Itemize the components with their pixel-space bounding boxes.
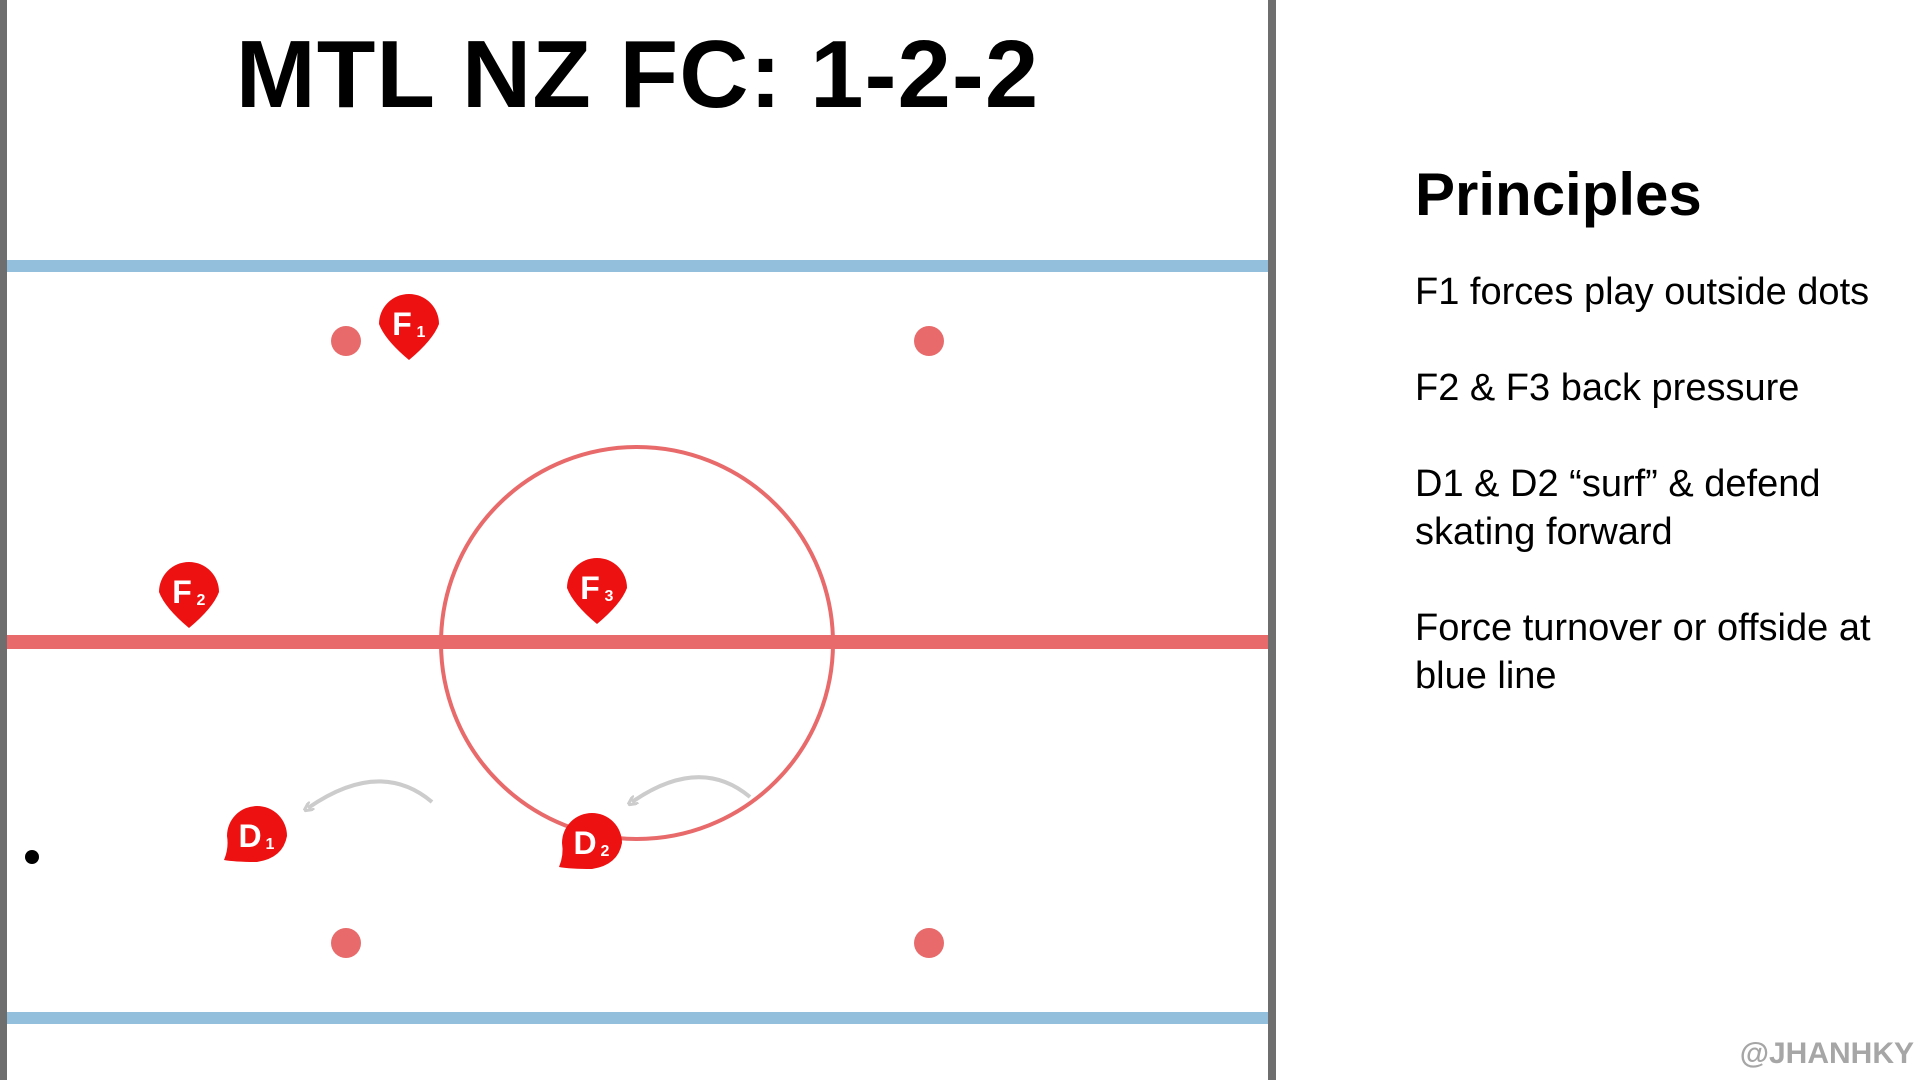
principle-item: D1 & D2 “surf” & defend skating forward [1415,463,1821,553]
d2-movement-arrow [632,775,752,802]
marker-label: D [573,825,596,861]
marker-pin-shape [559,813,622,869]
faceoff-dot-top-right [914,326,944,356]
top-blue-line [7,260,1268,272]
marker-pin-shape [379,294,439,360]
center-red-line [7,635,1268,649]
marker-label: D [238,818,261,854]
marker-label: F [580,570,600,606]
player-marker-d1: D 1 [224,806,287,862]
faceoff-dot-bottom-right [914,928,944,958]
player-marker-f2: F 2 [159,562,219,628]
puck [25,850,39,864]
marker-subscript: 3 [605,588,614,605]
marker-subscript: 1 [417,324,426,341]
bottom-blue-line [7,1012,1268,1024]
left-boards [0,0,7,1080]
marker-label: F [172,574,192,610]
marker-pin-shape [224,806,287,862]
marker-subscript: 1 [266,836,275,853]
faceoff-dot-top-left [331,326,361,356]
marker-subscript: 2 [197,592,206,609]
principles-heading: Principles [1415,161,1702,228]
principle-item: F2 & F3 back pressure [1415,367,1800,409]
marker-subscript: 2 [601,843,610,860]
d1-movement-arrow [308,779,434,808]
marker-label: F [392,306,412,342]
principle-item: Force turnover or offside at blue line [1415,607,1871,697]
faceoff-dot-bottom-left [331,928,361,958]
right-boards [1268,0,1276,1080]
author-watermark: @JHANHKY [1739,1037,1914,1070]
player-marker-f3: F 3 [567,558,627,624]
diagram-title: MTL NZ FC: 1-2-2 [235,21,1040,128]
principles-panel: Principles F1 forces play outside dots F… [1415,160,1905,748]
marker-pin-shape [159,562,219,628]
marker-pin-shape [567,558,627,624]
principle-item: F1 forces play outside dots [1415,271,1870,313]
player-marker-d2: D 2 [559,813,622,869]
player-marker-f1: F 1 [379,294,439,360]
